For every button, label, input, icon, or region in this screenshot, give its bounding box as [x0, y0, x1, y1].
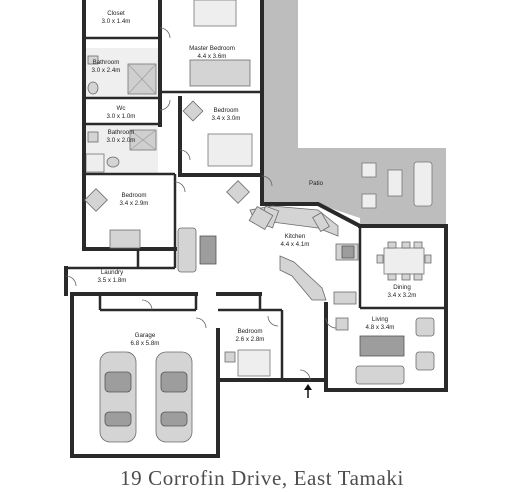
garage-cars: [99, 351, 193, 443]
address-caption: 19 Corrofin Drive, East Tamaki: [120, 466, 404, 490]
room-label-bathroom-1: Bathroom 3.0 x 2.4m: [92, 59, 121, 74]
svg-text:3.0 x 2.4m: 3.0 x 2.4m: [92, 67, 121, 74]
svg-text:3.4 x 3.2m: 3.4 x 3.2m: [388, 292, 417, 299]
svg-text:4.8 x 3.4m: 4.8 x 3.4m: [366, 324, 395, 331]
room-label-bathroom-2: Bathroom 3.0 x 2.0m: [107, 129, 136, 144]
room-label-wc: Wc 3.0 x 1.0m: [107, 105, 136, 120]
walls: [64, 0, 448, 458]
svg-text:3.0 x 2.0m: 3.0 x 2.0m: [107, 137, 136, 144]
room-label-bedroom-4: Bedroom 2.6 x 2.8m: [236, 328, 265, 343]
room-label-patio: Patio: [309, 180, 324, 187]
svg-text:Bedroom: Bedroom: [121, 192, 146, 199]
bathroom-tiles: [85, 48, 158, 173]
living-furniture: [335, 317, 435, 385]
svg-text:4.4 x 3.6m: 4.4 x 3.6m: [198, 53, 227, 60]
svg-text:Dining: Dining: [393, 284, 411, 291]
svg-text:Wc: Wc: [117, 105, 126, 112]
room-label-kitchen: Kitchen 4.4 x 4.1m: [281, 233, 310, 248]
svg-text:Patio: Patio: [309, 180, 324, 187]
patio-furniture: [361, 161, 433, 209]
dining-set: [376, 241, 432, 281]
beds: [109, 0, 271, 377]
room-label-garage: Garage 6.8 x 5.8m: [131, 332, 160, 347]
svg-text:6.8 x 5.8m: 6.8 x 5.8m: [131, 340, 160, 347]
svg-text:3.4 x 2.9m: 3.4 x 2.9m: [120, 200, 149, 207]
room-label-bedroom-2: Bedroom 3.4 x 3.0m: [212, 107, 241, 122]
room-label-master-bedroom: Master Bedroom 4.4 x 3.6m: [189, 45, 235, 60]
svg-text:Closet: Closet: [107, 10, 125, 17]
svg-text:Laundry: Laundry: [101, 269, 124, 276]
svg-text:Bathroom: Bathroom: [108, 129, 135, 136]
svg-text:3.4 x 3.0m: 3.4 x 3.0m: [212, 115, 241, 122]
room-label-bedroom-3: Bedroom 3.4 x 2.9m: [120, 192, 149, 207]
room-label-closet: Closet 3.0 x 1.4m: [102, 10, 131, 25]
svg-text:Living: Living: [372, 316, 389, 323]
svg-text:Kitchen: Kitchen: [285, 233, 306, 240]
svg-text:3.0 x 1.0m: 3.0 x 1.0m: [107, 113, 136, 120]
svg-text:3.5 x 1.8m: 3.5 x 1.8m: [98, 277, 127, 284]
svg-text:Bedroom: Bedroom: [213, 107, 238, 114]
svg-text:Bedroom: Bedroom: [237, 328, 262, 335]
entry-arrow-icon: [304, 384, 312, 398]
hall-furniture: [84, 100, 274, 273]
svg-text:2.6 x 2.8m: 2.6 x 2.8m: [236, 336, 265, 343]
svg-text:Master Bedroom: Master Bedroom: [189, 45, 235, 52]
patio-deck: [262, 0, 446, 226]
room-label-laundry: Laundry 3.5 x 1.8m: [98, 269, 127, 284]
svg-text:4.4 x 4.1m: 4.4 x 4.1m: [281, 241, 310, 248]
room-label-living: Living 4.8 x 3.4m: [366, 316, 395, 331]
svg-text:3.0 x 1.4m: 3.0 x 1.4m: [102, 18, 131, 25]
room-label-dining: Dining 3.4 x 3.2m: [388, 284, 417, 299]
door-swings: [65, 27, 337, 381]
svg-text:Garage: Garage: [135, 332, 156, 339]
svg-text:Bathroom: Bathroom: [93, 59, 120, 66]
